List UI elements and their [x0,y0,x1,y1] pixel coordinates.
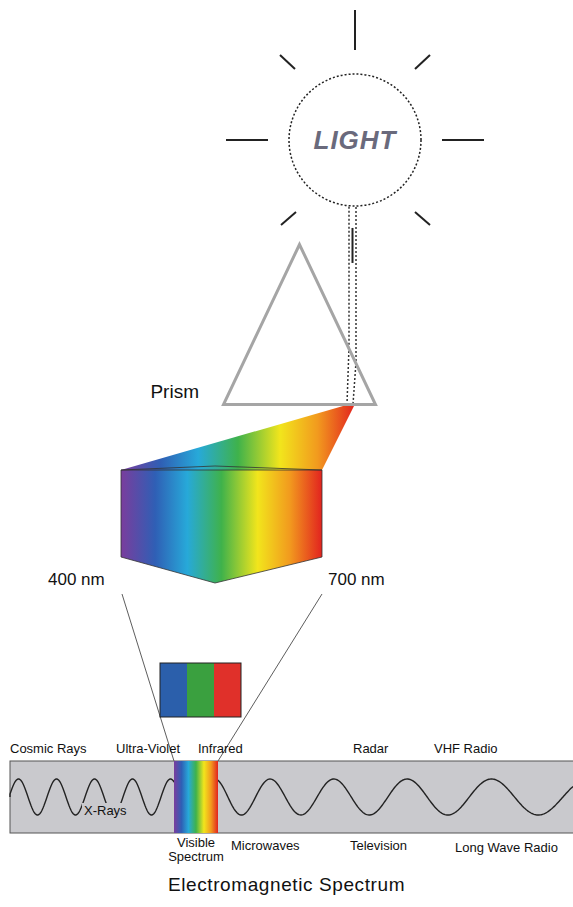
band-name: Infrared [198,741,243,756]
source-label: LIGHT [314,125,397,156]
blue-swatch [160,663,187,717]
dotted-circle [289,74,421,206]
wavelength-label: 700 nm [328,570,385,590]
ray [415,212,430,225]
band-name: Microwaves [231,838,300,853]
band-name: X-Rays [82,803,129,818]
caption: Electromagnetic Spectrum [168,874,405,896]
part-name: Prism [150,381,199,403]
block-edge [215,466,322,470]
ray [415,55,430,69]
ray [281,212,296,225]
prism-shape: Prism [222,243,377,406]
light-beam [349,207,356,362]
ray [354,10,356,50]
beam-line [347,347,349,404]
green-swatch [187,663,214,717]
ray [226,139,268,141]
light-source: LIGHT [288,73,422,207]
beam-core [352,228,354,263]
band-name: VHF Radio [434,741,498,756]
outline [222,243,377,406]
dispersed-light [121,404,355,470]
spectrum-block [121,470,322,583]
beam-line [348,207,350,347]
red-swatch [214,663,241,717]
band-name: Ultra-Violet [116,741,180,756]
rgb-box [160,663,241,717]
ray [280,55,295,69]
visible-strip [174,761,218,833]
beam-line [353,362,356,404]
beam-line [355,207,357,362]
wavelength-label: 400 nm [48,570,105,590]
band-name: Radar [353,741,388,756]
band-name: Cosmic Rays [10,741,87,756]
band-name: Visible Spectrum [162,836,230,864]
em-band [10,761,573,833]
triangle [224,245,376,405]
light-rays [226,10,484,225]
band-name: Television [350,838,407,853]
ray [442,139,484,141]
block-edge [121,466,215,470]
band-name: Long Wave Radio [455,840,558,855]
